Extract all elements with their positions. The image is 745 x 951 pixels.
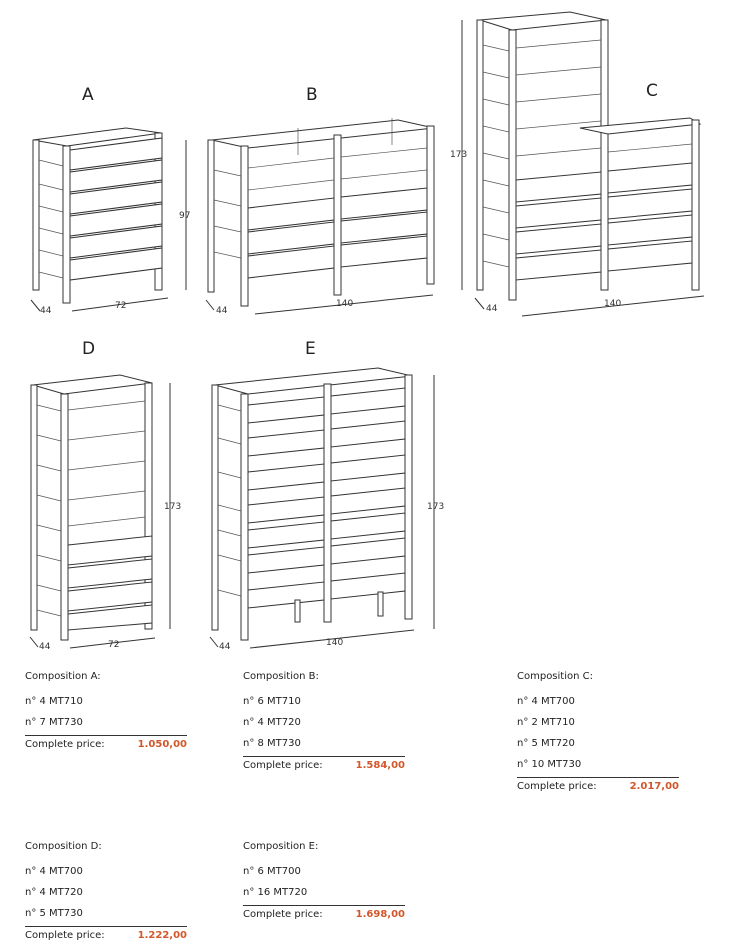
composition-d-price-row: Complete price: 1.222,00 [25, 927, 187, 947]
figure-a-depth: 44 [40, 306, 52, 316]
composition-c-price: 2.017,00 [629, 781, 679, 792]
figure-b-rear-post [207, 139, 215, 293]
composition-c-title: Composition C: [517, 671, 593, 682]
composition-e-rule [243, 905, 405, 906]
figure-c-short-top [579, 117, 702, 135]
figure-c-front-right-post [691, 119, 700, 291]
figure-c-width: 140 [604, 299, 621, 309]
figure-c-front-mid-post [600, 19, 609, 291]
composition-c-item: n° 5 MT720 [517, 738, 575, 749]
composition-b-price-label: Complete price: [243, 760, 323, 771]
composition-c: Composition C: n° 4 MT700 n° 2 MT710 n° … [517, 670, 679, 798]
composition-e-price-row: Complete price: 1.698,00 [243, 906, 405, 926]
figure-d: D 173 44 72 [29, 339, 181, 652]
composition-a-price-row: Complete price: 1.050,00 [25, 736, 187, 756]
figure-d-top [32, 374, 153, 395]
composition-a-price: 1.050,00 [137, 739, 187, 750]
figure-c-height: 173 [450, 150, 467, 160]
composition-c-price-label: Complete price: [517, 781, 597, 792]
composition-d-title: Composition D: [25, 841, 102, 852]
figure-d-rear-post [30, 384, 38, 631]
figure-d-depth: 44 [39, 642, 51, 652]
figure-b-letter: B [306, 85, 318, 105]
composition-e-title: Composition E: [243, 841, 319, 852]
composition-e-item: n° 6 MT700 [243, 866, 301, 877]
composition-c-rule [517, 777, 679, 778]
composition-a-price-label: Complete price: [25, 739, 105, 750]
composition-d-rule [25, 926, 187, 927]
figure-d-height: 173 [164, 502, 181, 512]
figure-c-rear-post [476, 19, 484, 291]
composition-b-item: n° 6 MT710 [243, 696, 301, 707]
figure-e-width: 140 [326, 638, 343, 648]
figure-e-letter: E [305, 339, 316, 359]
composition-c-item: n° 4 MT700 [517, 696, 575, 707]
composition-d: Composition D: n° 4 MT700 n° 4 MT720 n° … [25, 840, 187, 947]
figure-e: E [209, 339, 444, 652]
composition-a-rule [25, 735, 187, 736]
figure-d-front-right-post [144, 382, 153, 630]
figure-b: B 97 44 14 [179, 85, 435, 316]
composition-d-price: 1.222,00 [137, 930, 187, 941]
figure-e-height: 173 [427, 502, 444, 512]
figure-b-depth: 44 [216, 306, 228, 316]
composition-d-price-label: Complete price: [25, 930, 105, 941]
composition-e-price: 1.698,00 [355, 909, 405, 920]
composition-c-item: n° 2 MT710 [517, 717, 575, 728]
figure-a: A 44 72 [30, 85, 169, 316]
figure-c-letter: C [646, 81, 658, 101]
composition-d-item: n° 4 MT720 [25, 887, 83, 898]
figure-a-width: 72 [115, 301, 126, 311]
figure-e-front-right-post [404, 374, 413, 620]
figure-c-tall-top [479, 11, 607, 31]
composition-e-item: n° 16 MT720 [243, 887, 308, 898]
composition-c-item: n° 10 MT730 [517, 759, 582, 770]
composition-a: Composition A: n° 4 MT710 n° 7 MT730 Com… [25, 670, 187, 756]
composition-a-item: n° 7 MT730 [25, 717, 83, 728]
figure-d-width: 72 [108, 640, 119, 650]
figure-d-front-left-post [60, 393, 69, 641]
composition-e-price-label: Complete price: [243, 909, 323, 920]
figure-c-front-left-post [508, 29, 517, 301]
figure-a-rear-post [32, 139, 40, 291]
figure-b-top [211, 119, 435, 149]
figure-a-letter: A [82, 85, 94, 105]
composition-a-item: n° 4 MT710 [25, 696, 83, 707]
composition-d-item: n° 4 MT700 [25, 866, 83, 877]
figure-a-front-left-post [62, 145, 71, 304]
composition-c-price-row: Complete price: 2.017,00 [517, 778, 679, 798]
figure-b-front-mid-post [333, 134, 342, 296]
figure-e-rear-post [211, 384, 219, 631]
composition-b-rule [243, 756, 405, 757]
composition-b-price: 1.584,00 [355, 760, 405, 771]
figure-c-depth: 44 [486, 304, 498, 314]
figure-b-front-right-post [426, 125, 435, 285]
figure-b-front-left-post [240, 145, 249, 307]
figure-e-front-mid-post [323, 383, 332, 623]
figure-e-depth: 44 [219, 642, 231, 652]
figure-b-height: 97 [179, 211, 190, 221]
composition-b: Composition B: n° 6 MT710 n° 4 MT720 n° … [243, 670, 405, 777]
figure-d-letter: D [82, 339, 95, 359]
composition-d-item: n° 5 MT730 [25, 908, 83, 919]
figure-c: C [450, 11, 705, 317]
composition-b-item: n° 4 MT720 [243, 717, 301, 728]
composition-e: Composition E: n° 6 MT700 n° 16 MT720 Co… [243, 840, 405, 926]
composition-b-item: n° 8 MT730 [243, 738, 301, 749]
composition-b-title: Composition B: [243, 671, 319, 682]
figure-e-front-left-post [240, 393, 249, 641]
composition-a-title: Composition A: [25, 671, 101, 682]
figure-b-width: 140 [336, 299, 353, 309]
composition-b-price-row: Complete price: 1.584,00 [243, 757, 405, 777]
